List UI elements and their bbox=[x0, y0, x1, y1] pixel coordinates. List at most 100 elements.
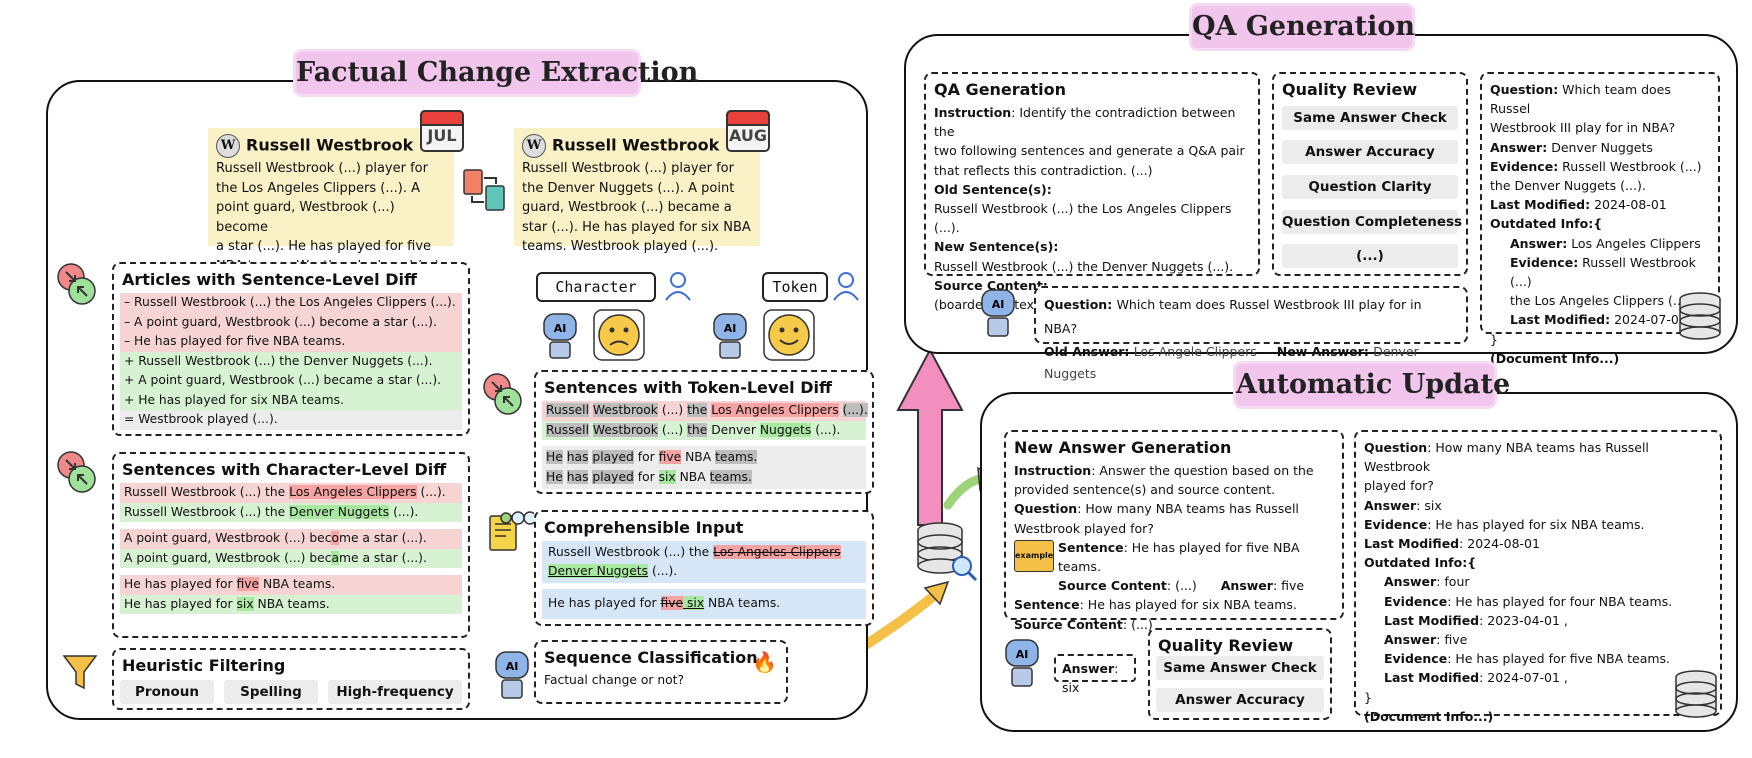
example-sentence: Sentence: He has played for five NBA tea… bbox=[1058, 539, 1300, 575]
svg-text:AI: AI bbox=[506, 660, 519, 673]
note-new-line: guard, Westbrook (...) became a bbox=[522, 200, 732, 215]
doc-answer: Answer: Denver Nuggets bbox=[1490, 139, 1653, 155]
note-new-line: the Denver Nuggets (...). A point bbox=[522, 180, 735, 196]
answer-output-box: Answer: six bbox=[1054, 654, 1136, 695]
outdated-answer: Answer: four bbox=[1384, 574, 1470, 590]
document-info: (Document Info...) bbox=[1364, 708, 1494, 724]
database-search-icon bbox=[912, 520, 980, 590]
note-old-line: point guard, Westbrook (...) become bbox=[216, 200, 395, 235]
outdated-close: } bbox=[1490, 331, 1498, 347]
calendar-icon-jul: JUL bbox=[420, 110, 464, 152]
diff-icon bbox=[482, 372, 522, 420]
svg-text:AI: AI bbox=[1016, 648, 1029, 661]
old-sentence-label: Old Sentence(s) bbox=[934, 181, 1047, 197]
outdated-evidence: Evidence: Russell Westbrook (...) bbox=[1510, 254, 1696, 290]
doc-question: Westbrook III play for in NBA? bbox=[1490, 120, 1676, 136]
box-heading: New Answer Generation bbox=[1014, 438, 1232, 457]
example-folder-icon: example bbox=[1014, 539, 1054, 572]
outdated-answer: Answer: five bbox=[1384, 632, 1468, 648]
box-heading: Sentences with Token-Level Diff bbox=[544, 378, 832, 397]
outdated-evidence: Evidence: He has played for four NBA tea… bbox=[1384, 593, 1673, 609]
diff-line: – A point guard, Westbrook (...) become … bbox=[124, 314, 437, 329]
question-clarity: Question Clarity bbox=[1282, 175, 1458, 199]
ai-robot-icon: AI bbox=[536, 310, 584, 366]
char-diff-line: A point guard, Westbrook (...) became a … bbox=[120, 548, 462, 568]
note-old-heading: Russell Westbrook bbox=[246, 135, 414, 155]
update-title: Automatic Update bbox=[1236, 364, 1510, 406]
wikipedia-icon: W bbox=[522, 134, 546, 158]
box-heading: Sentences with Character-Level Diff bbox=[122, 460, 447, 479]
note-new-line: star (...). He has played for six NBA bbox=[522, 219, 751, 235]
outdated-answer: Answer: Los Angeles Clippers bbox=[1510, 235, 1701, 251]
instruction-text: that reflects this contradiction. (...) bbox=[934, 162, 1153, 178]
diff-line: – Russell Westbrook (...) the Los Angele… bbox=[124, 295, 456, 309]
extraction-title: Factual Change Extraction bbox=[296, 52, 698, 94]
added-lines: + Russell Westbrook (...) the Denver Nug… bbox=[120, 351, 462, 410]
token-bubble: Token bbox=[762, 272, 828, 302]
doc-answer: Answer: six bbox=[1364, 497, 1442, 513]
note-new-heading: Russell Westbrook bbox=[552, 135, 720, 155]
instruction-text: Instruction: Answer the question based o… bbox=[1014, 463, 1314, 478]
update-document-box: Question: How many NBA teams has Russell… bbox=[1354, 430, 1722, 724]
database-icon bbox=[1672, 668, 1720, 726]
happy-face-icon bbox=[762, 308, 816, 366]
doc-modified: Last Modified: 2024-08-01 bbox=[1490, 197, 1667, 213]
doc-question: Question: How many NBA teams has Russell… bbox=[1364, 440, 1649, 475]
doc-question: Question: Which team does Russel bbox=[1490, 82, 1671, 117]
doc-evidence: Evidence: He has played for six NBA team… bbox=[1364, 516, 1645, 532]
source-content-label: Source Content bbox=[934, 277, 1043, 293]
token-diff-line: Russell Westbrook (...) the Denver Nugge… bbox=[542, 420, 866, 440]
outdated-modified: Last Modified: 2023-04-01 , bbox=[1384, 612, 1568, 628]
char-diff-line: Russell Westbrook (...) the Los Angeles … bbox=[120, 483, 462, 503]
doc-question: played for? bbox=[1364, 478, 1434, 494]
database-icon bbox=[1676, 290, 1724, 348]
source-text: Source Content: (...) bbox=[1014, 616, 1153, 632]
qa-result-question: Question: Which team does Russel Westbro… bbox=[1044, 297, 1422, 336]
funnel-icon bbox=[60, 650, 100, 698]
more-checks: (...) bbox=[1282, 244, 1458, 268]
sad-face-icon bbox=[592, 308, 646, 366]
svg-text:AI: AI bbox=[554, 322, 567, 335]
qa-title: QA Generation bbox=[1192, 6, 1415, 48]
instruction-text: Instruction: Identify the contradiction … bbox=[934, 105, 1236, 140]
box-heading: QA Generation bbox=[934, 80, 1066, 99]
example-block: example Sentence: He has played for five… bbox=[1014, 538, 1334, 596]
box-heading: Quality Review bbox=[1282, 80, 1418, 99]
wiki-note-old: W Russell Westbrook Russell Westbrook (..… bbox=[208, 128, 454, 274]
note-old-line: Russell Westbrook (...) player for bbox=[216, 161, 428, 176]
outdated-info-label: Outdated Info:{ bbox=[1364, 555, 1477, 571]
month-label: JUL bbox=[427, 126, 457, 145]
qa-result-box: Question: Which team does Russel Westbro… bbox=[1034, 286, 1468, 381]
answer-accuracy: Answer Accuracy bbox=[1282, 140, 1458, 164]
svg-text:AI: AI bbox=[992, 298, 1005, 311]
filter-high-frequency: High-frequency bbox=[328, 680, 462, 704]
user-icon bbox=[832, 270, 860, 306]
diff-line: + He has played for six NBA teams. bbox=[124, 392, 344, 407]
sentence-level-diff-box: Articles with Sentence-Level Diff – Russ… bbox=[112, 262, 470, 436]
doc-evidence: Evidence: Russell Westbrook (...) bbox=[1490, 158, 1702, 174]
char-diff-line: He has played for five NBA teams. bbox=[120, 575, 462, 595]
ai-robot-icon: AI bbox=[706, 310, 754, 366]
question-text: Westbrook played for? bbox=[1014, 520, 1154, 536]
outdated-close: } bbox=[1364, 689, 1372, 705]
comprehensible-line-2: He has played for five six NBA teams. bbox=[542, 589, 866, 619]
month-label: AUG bbox=[728, 126, 767, 145]
char-diff-line: Russell Westbrook (...) the Denver Nugge… bbox=[120, 502, 462, 522]
ai-robot-icon: AI bbox=[1000, 636, 1044, 696]
filter-spelling: Spelling bbox=[224, 680, 318, 704]
answer-output: Answer: six bbox=[1062, 661, 1119, 696]
qa-generation-box: QA Generation Instruction: Identify the … bbox=[924, 72, 1260, 312]
doc-evidence: the Denver Nuggets (...). bbox=[1490, 178, 1646, 194]
doc-modified: Last Modified: 2024-08-01 bbox=[1364, 536, 1540, 552]
note-new-line: Russell Westbrook (...) player for bbox=[522, 161, 734, 176]
question-text: Question: How many NBA teams has Russell bbox=[1014, 501, 1299, 517]
character-level-diff-box: Sentences with Character-Level Diff Russ… bbox=[112, 452, 470, 638]
removed-lines: – Russell Westbrook (...) the Los Angele… bbox=[120, 293, 462, 352]
wikipedia-icon: W bbox=[216, 134, 240, 158]
box-heading: Quality Review bbox=[1158, 636, 1294, 655]
diff-line: – He has played for five NBA teams. bbox=[124, 334, 346, 348]
diff-icon bbox=[56, 262, 96, 310]
outdated-modified: Last Modified: 2024-07-01 bbox=[1510, 312, 1687, 328]
same-answer-check: Same Answer Check bbox=[1156, 656, 1324, 680]
